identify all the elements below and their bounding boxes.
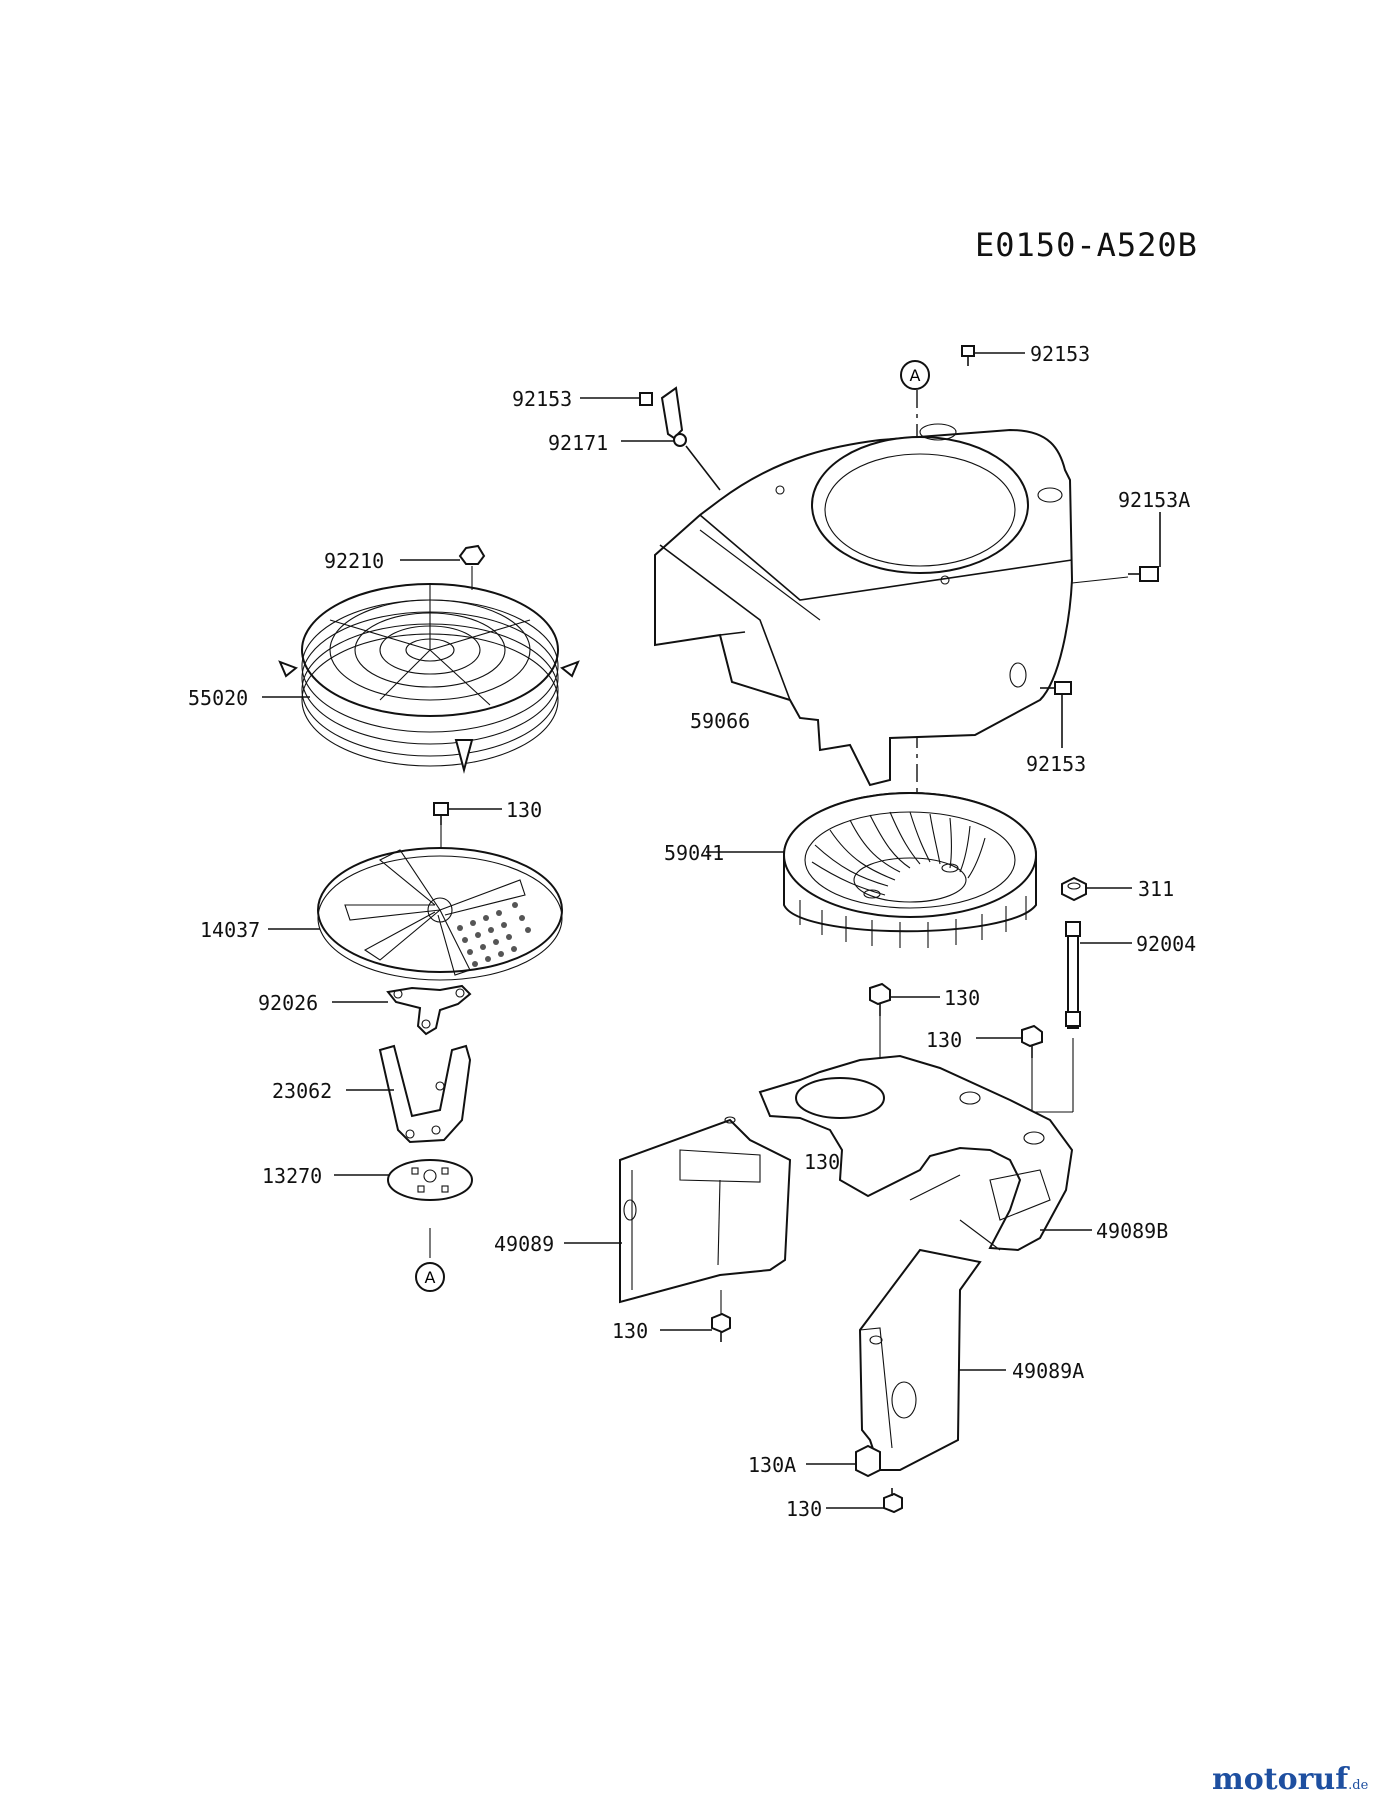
plate-92026 xyxy=(332,984,472,1036)
diagram-code: E0150-A520B xyxy=(975,226,1198,264)
callout-92153A: 92153A xyxy=(1118,488,1191,512)
reference-marker-bottom: A xyxy=(415,1262,445,1292)
callout-14037: 14037 xyxy=(200,918,261,942)
callout-92171: 92171 xyxy=(548,431,609,455)
bolt-92153A xyxy=(1071,512,1161,584)
callout-130A: 130A xyxy=(748,1453,797,1477)
callout-130-f: 130 xyxy=(786,1497,823,1521)
watermark-brand: motoruf xyxy=(1212,1762,1349,1797)
nut-311 xyxy=(1061,876,1132,902)
callout-49089: 49089 xyxy=(494,1232,555,1256)
callout-130-e: 130 xyxy=(612,1319,649,1343)
flywheel-fan-59041 xyxy=(706,792,1037,948)
stud-92004 xyxy=(1030,921,1132,1113)
watermark-logo: motoruf.de xyxy=(1212,1762,1368,1797)
bolt-130-c xyxy=(976,1024,1043,1120)
callout-311: 311 xyxy=(1138,877,1175,901)
bolt-92153-top xyxy=(961,345,1025,366)
watermark-suffix: .de xyxy=(1348,1778,1369,1793)
callout-23062: 23062 xyxy=(272,1079,333,1103)
cover-49089 xyxy=(564,1116,792,1304)
callout-92026: 92026 xyxy=(258,991,319,1015)
bracket-23062 xyxy=(346,1044,472,1144)
bolt-92153-right xyxy=(1040,681,1072,748)
callout-13270: 13270 xyxy=(262,1164,323,1188)
nut-130A xyxy=(806,1444,881,1478)
bracket-92171 xyxy=(580,386,721,491)
callout-49089B: 49089B xyxy=(1096,1219,1169,1243)
callout-92210: 92210 xyxy=(324,549,385,573)
callout-130-c: 130 xyxy=(926,1028,963,1052)
callout-49089A: 49089A xyxy=(1012,1359,1085,1383)
callout-130-d: 130 xyxy=(804,1150,841,1174)
callout-59066: 59066 xyxy=(690,709,751,733)
fan-screen-55020 xyxy=(278,583,580,774)
callout-130-a: 130 xyxy=(506,798,543,822)
callout-130-b: 130 xyxy=(944,986,981,1010)
bolt-130-d xyxy=(660,1290,731,1342)
cover-49089A xyxy=(858,1248,1006,1471)
callout-92153-left: 92153 xyxy=(512,387,573,411)
callout-55020: 55020 xyxy=(188,686,249,710)
bolt-130-f xyxy=(826,1488,903,1514)
blower-housing-59066 xyxy=(654,423,1074,787)
callout-92153-top: 92153 xyxy=(1030,342,1091,366)
plate-13270 xyxy=(334,1159,473,1258)
baffle-49089B xyxy=(758,1054,1092,1252)
nut-92210 xyxy=(400,544,486,590)
callout-92153-right: 92153 xyxy=(1026,752,1087,776)
fan-plate-14037 xyxy=(317,847,563,981)
reference-marker-top: A xyxy=(900,360,930,390)
callout-59041: 59041 xyxy=(664,841,725,865)
callout-92004: 92004 xyxy=(1136,932,1197,956)
